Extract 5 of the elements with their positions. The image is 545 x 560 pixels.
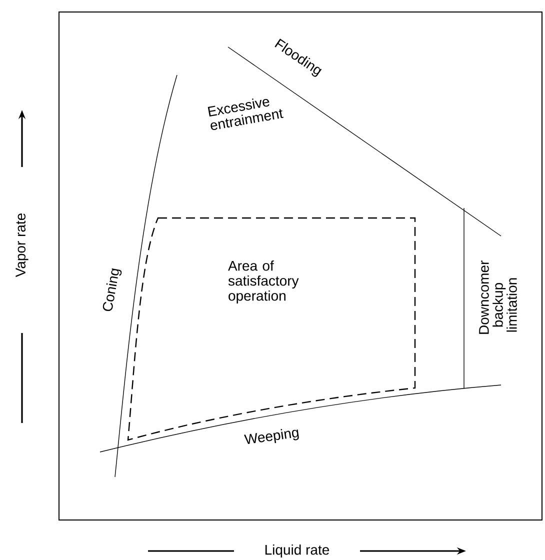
curve-label: Downcomer backup limitation [479, 260, 517, 334]
axis-label: Vapor rate [16, 213, 28, 278]
axis-label: Liquid rate [265, 544, 330, 558]
curve-label: Weeping [244, 429, 299, 444]
curve-label: Excessive entrainment [208, 98, 284, 130]
